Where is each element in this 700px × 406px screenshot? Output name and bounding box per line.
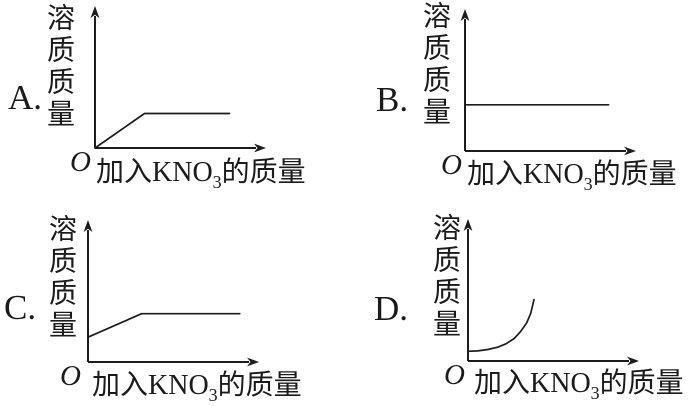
x-axis-label-kno3-mass: 加入KNO3的质量 — [96, 157, 306, 192]
x-axis-arrow-icon — [247, 357, 259, 367]
x-axis-label-kno3-mass: 加入KNO3的质量 — [474, 368, 684, 403]
y-axis-label-solute-mass: 溶质质量 — [429, 213, 460, 341]
option-a-letter: A. — [8, 78, 43, 117]
y-axis-arrow-icon — [90, 6, 100, 18]
y-axis-label-solute-mass: 溶质质量 — [43, 3, 74, 131]
x-axis-arrow-icon — [624, 146, 636, 156]
data-line — [94, 112, 231, 149]
origin-label: O — [441, 149, 462, 181]
origin-label: O — [70, 146, 91, 178]
x-axis-label-kno3-mass: 加入KNO3的质量 — [467, 159, 677, 194]
subscript-3: 3 — [212, 172, 222, 192]
option-d-letter: D. — [374, 289, 409, 328]
origin-label: O — [444, 359, 465, 391]
data-line — [87, 312, 241, 339]
y-axis-arrow-icon — [463, 219, 473, 231]
option-b-letter: B. — [376, 80, 409, 119]
chart-a-plot — [90, 6, 266, 153]
y-axis-label-solute-mass: 溶质质量 — [45, 214, 76, 342]
subscript-3: 3 — [583, 174, 593, 194]
chart-c-plot — [83, 220, 259, 367]
y-axis-arrow-icon — [460, 9, 470, 21]
origin-label: O — [60, 360, 81, 392]
option-c-letter: C. — [4, 288, 37, 327]
subscript-3: 3 — [590, 383, 600, 403]
x-axis-arrow-icon — [627, 356, 639, 366]
chart-b-plot — [460, 9, 636, 156]
subscript-3: 3 — [208, 385, 218, 405]
data-line — [467, 298, 535, 353]
y-axis-arrow-icon — [83, 220, 93, 232]
x-axis-label-kno3-mass: 加入KNO3的质量 — [92, 370, 302, 405]
y-axis-label-solute-mass: 溶质质量 — [419, 1, 450, 129]
x-axis-arrow-icon — [254, 143, 266, 153]
chart-d-plot — [463, 219, 639, 366]
